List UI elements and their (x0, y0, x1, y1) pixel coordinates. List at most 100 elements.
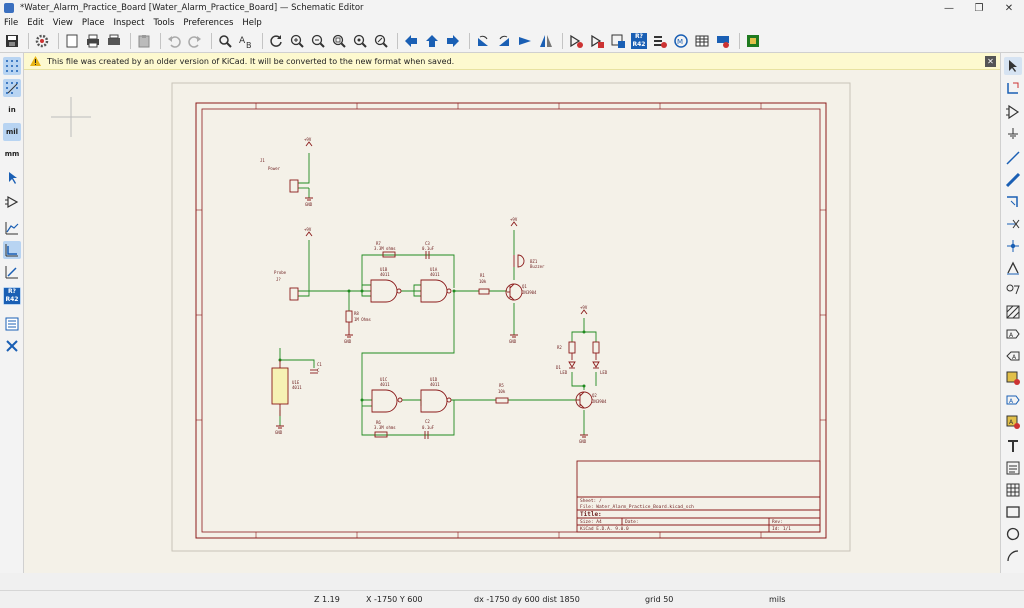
line-mode-45-button[interactable] (3, 263, 21, 281)
rotate-cw-button[interactable] (495, 32, 513, 50)
plot-button[interactable] (105, 32, 123, 50)
add-wire-button[interactable] (1004, 149, 1022, 167)
r8-value: 1M Ohms (354, 317, 371, 322)
add-bus-button[interactable] (1004, 171, 1022, 189)
save-button[interactable] (3, 32, 21, 50)
menu-help[interactable]: Help (242, 17, 262, 28)
symbol-library-button[interactable] (588, 32, 606, 50)
navigate-forward-button[interactable] (444, 32, 462, 50)
bz1-value: Buzzer (530, 264, 545, 269)
schematic-setup-button[interactable] (33, 32, 51, 50)
erc-button[interactable] (651, 32, 669, 50)
mirror-vertical-button[interactable] (516, 32, 534, 50)
paste-button[interactable] (135, 32, 153, 50)
printer-icon (87, 34, 99, 47)
q1-reference: Q1 (522, 284, 527, 289)
units-inches-button[interactable]: in (3, 101, 21, 119)
bom-button[interactable] (693, 32, 711, 50)
zoom-objects-button[interactable] (351, 32, 369, 50)
annotate-button[interactable]: R?R42 (630, 32, 648, 50)
add-bus-entry-button[interactable] (1004, 193, 1022, 211)
add-no-connect-button[interactable] (1004, 215, 1022, 233)
rotate-ccw-button[interactable] (474, 32, 492, 50)
add-text-button[interactable] (1004, 437, 1022, 455)
hidden-pins-button[interactable] (3, 193, 21, 211)
zoom-in-button[interactable] (288, 32, 306, 50)
minimize-button[interactable]: — (944, 2, 954, 14)
mirror-horizontal-button[interactable] (537, 32, 555, 50)
close-window-button[interactable]: ✕ (1004, 2, 1014, 14)
zoom-selection-button[interactable] (372, 32, 390, 50)
menu-bar: File Edit View Place Inspect Tools Prefe… (0, 16, 1024, 29)
schematic-canvas[interactable]: +9V GND J1 Power +9V Probe J? R7 3.3M oh… (24, 70, 1000, 573)
menu-view[interactable]: View (52, 17, 73, 28)
cursor-shape-button[interactable] (3, 169, 21, 187)
menu-inspect[interactable]: Inspect (113, 17, 145, 28)
toolbar-separator (211, 32, 212, 49)
properties-panel-button[interactable] (3, 337, 21, 355)
page-settings-button[interactable] (63, 32, 81, 50)
sheet-icon (1006, 371, 1020, 385)
add-sheet-pin-button[interactable]: A (1004, 391, 1022, 409)
select-tool-button[interactable] (1004, 57, 1022, 75)
add-arc-button[interactable] (1004, 547, 1022, 565)
r6-value: 3.3M ohms (374, 425, 396, 430)
power-label-1: +9V (304, 137, 312, 142)
r7-value: 3.3M ohms (374, 246, 396, 251)
infobar-close-button[interactable]: ✕ (985, 55, 996, 67)
refresh-icon (270, 34, 282, 47)
add-text-box-button[interactable] (1004, 459, 1022, 477)
add-junction-button[interactable] (1004, 237, 1022, 255)
zoom-out-button[interactable] (309, 32, 327, 50)
undo-button[interactable] (165, 32, 183, 50)
add-sheet-button[interactable] (1004, 369, 1022, 387)
grid-toggle-button[interactable] (3, 57, 21, 75)
add-circle-button[interactable] (1004, 525, 1022, 543)
menu-tools[interactable]: Tools (153, 17, 175, 28)
svg-text:A: A (1012, 354, 1017, 361)
annotate-mode-button[interactable]: R?R42 (3, 287, 21, 305)
maximize-button[interactable]: ❐ (974, 2, 984, 14)
line-45-icon (5, 266, 18, 279)
symbol-editor-button[interactable] (567, 32, 585, 50)
symbol-icon (1006, 104, 1020, 120)
units-mm-button[interactable]: mm (3, 145, 21, 163)
menu-preferences[interactable]: Preferences (183, 17, 234, 28)
zoom-fit-button[interactable] (330, 32, 348, 50)
find-button[interactable] (216, 32, 234, 50)
menu-edit[interactable]: Edit (27, 17, 44, 28)
add-global-label-button[interactable]: A (1004, 325, 1022, 343)
add-rule-area-button[interactable] (1004, 303, 1022, 321)
svg-text:B: B (246, 41, 252, 49)
netlist-export-button[interactable] (714, 32, 732, 50)
add-power-button[interactable] (1004, 125, 1022, 143)
line-mode-free-button[interactable] (3, 219, 21, 237)
find-icon (219, 34, 232, 48)
import-sheet-pin-button[interactable]: A (1004, 413, 1022, 431)
add-label-button[interactable] (1004, 259, 1022, 277)
line-mode-90-button[interactable] (3, 241, 21, 259)
add-hier-label-button[interactable]: A (1004, 347, 1022, 365)
tools-icon (6, 340, 18, 352)
navigate-back-button[interactable] (402, 32, 420, 50)
open-pcb-button[interactable] (744, 32, 762, 50)
highlight-net-button[interactable] (1004, 79, 1022, 97)
grid-overrides-button[interactable] (3, 79, 21, 97)
add-net-class-button[interactable] (1004, 281, 1022, 299)
bus-icon (1005, 172, 1021, 188)
symbol-fields-button[interactable]: M (672, 32, 690, 50)
add-table-button[interactable] (1004, 481, 1022, 499)
menu-file[interactable]: File (4, 17, 19, 28)
footprint-library-button[interactable] (609, 32, 627, 50)
navigate-up-button[interactable] (423, 32, 441, 50)
refresh-button[interactable] (267, 32, 285, 50)
border-ticks (196, 103, 826, 538)
menu-place[interactable]: Place (81, 17, 105, 28)
hierarchy-navigator-button[interactable] (3, 315, 21, 333)
units-mils-button[interactable]: mil (3, 123, 21, 141)
add-rectangle-button[interactable] (1004, 503, 1022, 521)
add-symbol-button[interactable] (1004, 103, 1022, 121)
redo-button[interactable] (186, 32, 204, 50)
print-button[interactable] (84, 32, 102, 50)
